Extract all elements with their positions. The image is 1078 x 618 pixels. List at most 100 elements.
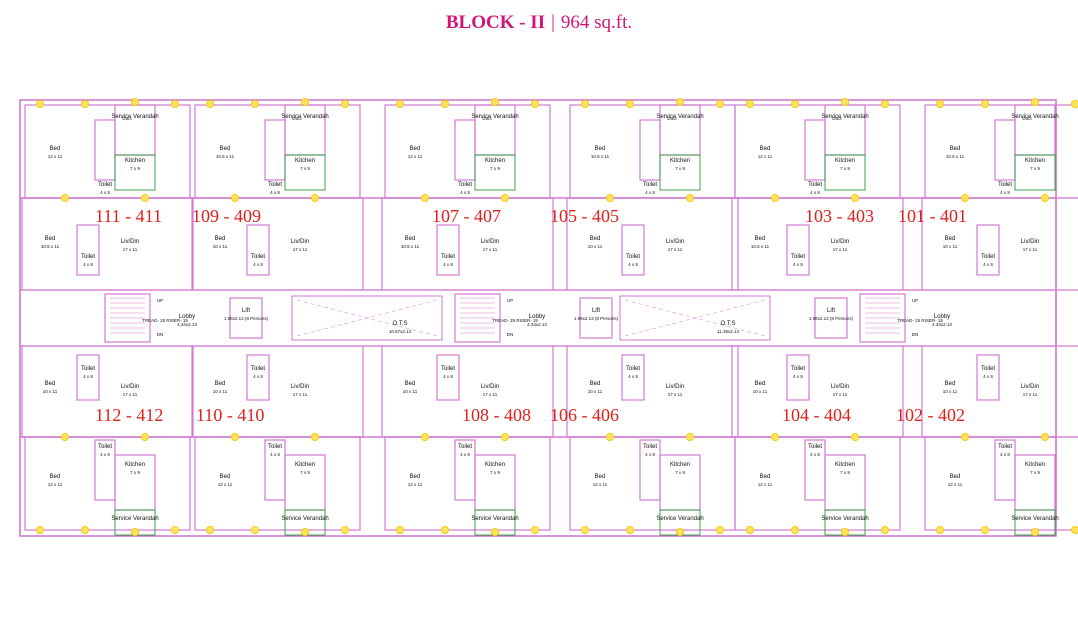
door-marker	[851, 193, 860, 202]
lower-toilet-4	[639, 439, 661, 501]
flat-number-top: 107 - 407	[432, 206, 501, 226]
window-marker	[981, 526, 990, 535]
upper-toilet-dimension: 4 x 8	[810, 190, 820, 195]
window-marker	[340, 100, 349, 109]
window-marker	[1031, 98, 1040, 107]
upper-living-bed-label: Bed	[215, 236, 226, 242]
upper-living-toilet-label: Toilet	[791, 254, 805, 260]
lower-kitchen-label: Kitchen	[485, 462, 505, 468]
stair-down-label: DN	[507, 332, 514, 337]
window-marker	[626, 100, 635, 109]
upper-livdin-dimension: 17 x 11	[123, 247, 138, 252]
upper-toilet-6	[994, 119, 1016, 181]
upper-kitchen-dimension: 7 x 9	[840, 166, 850, 171]
window-marker	[531, 100, 540, 109]
upper-toilet-label: Toilet	[643, 182, 657, 188]
window-marker	[490, 98, 499, 107]
duct-label: Duct	[482, 116, 492, 121]
lower-kitchen-dimension: 7 x 9	[1030, 470, 1040, 475]
ots-cross	[296, 299, 438, 337]
upper-bed-label: Bed	[595, 146, 606, 152]
upper-living-bed-dimension: 10.5 x 11	[751, 244, 770, 249]
upper-kitchen-label: Kitchen	[125, 158, 145, 164]
lower-wing-6	[924, 436, 1078, 531]
upper-kitchen-dimension: 7 x 9	[300, 166, 310, 171]
window-marker	[626, 526, 635, 535]
upper-bed-label: Bed	[950, 146, 961, 152]
upper-kitchen-label: Kitchen	[670, 158, 690, 164]
lower-living-bed-dimension: 10 x 11	[753, 389, 768, 394]
door-marker	[1041, 432, 1050, 441]
flat-number-bottom: 102 - 402	[896, 405, 965, 425]
window-marker	[841, 528, 850, 537]
lower-living-toilet-dimension: 4 x 8	[793, 374, 803, 379]
upper-living-bed-dimension: 10 x 11	[943, 244, 958, 249]
lower-living-toilet-dimension: 4 x 8	[443, 374, 453, 379]
upper-living-bed-label: Bed	[45, 236, 56, 242]
upper-living-bed-dimension: 10.5 x 11	[41, 244, 60, 249]
upper-toilet-3	[454, 119, 476, 181]
lift-label: Lift	[592, 308, 600, 314]
lower-livdin-label: Liv/Din	[1021, 384, 1039, 390]
lower-livdin-dimension: 17 x 11	[668, 392, 683, 397]
lower-living-bed-dimension: 10 x 11	[43, 389, 58, 394]
flat-number-top: 111 - 411	[95, 206, 162, 226]
door-marker	[961, 432, 970, 441]
upper-kitchen-dimension: 7 x 9	[490, 166, 500, 171]
upper-bed-label: Bed	[760, 146, 771, 152]
lower-toilet-label: Toilet	[98, 444, 112, 450]
upper-kitchen-3	[474, 104, 516, 156]
lower-bed-dimension: 12 x 11	[408, 482, 423, 487]
lobby-dimension: 4.34x2.13	[527, 322, 547, 327]
upper-living-toilet-label: Toilet	[251, 254, 265, 260]
upper-verandah-5	[824, 154, 866, 191]
ots-right	[619, 295, 771, 341]
lobby-label: Lobby	[179, 314, 195, 320]
lower-living-toilet-dimension: 4 x 8	[253, 374, 263, 379]
lower-livdin-label: Liv/Din	[121, 384, 139, 390]
lower-kitchen-label: Kitchen	[125, 462, 145, 468]
upper-living-toilet-dimension: 4 x 8	[793, 262, 803, 267]
upper-toilet-4	[639, 119, 661, 181]
lower-living-bed-dimension: 10 x 11	[213, 389, 228, 394]
door-marker	[851, 432, 860, 441]
lower-living-bed-label: Bed	[215, 381, 226, 387]
ots-label: O.T.S	[392, 321, 407, 327]
lower-livdin-dimension: 17 x 11	[1023, 392, 1038, 397]
upper-bed-dimension: 12 x 11	[758, 154, 773, 159]
window-marker	[581, 100, 590, 109]
flat-number-top: 105 - 405	[550, 206, 619, 226]
upper-kitchen-4	[659, 104, 701, 156]
upper-kitchen-dimension: 7 x 9	[675, 166, 685, 171]
window-marker	[936, 100, 945, 109]
upper-kitchen-5	[824, 104, 866, 156]
lower-livdin-label: Liv/Din	[666, 384, 684, 390]
block-title: BLOCK - II	[445, 12, 546, 33]
upper-verandah-label: Service Verandah	[111, 114, 158, 120]
lower-verandah-label: Service Verandah	[281, 516, 328, 522]
upper-living-toilet-label: Toilet	[441, 254, 455, 260]
lower-toilet-dimension: 4 x 8	[1000, 452, 1010, 457]
window-marker	[531, 526, 540, 535]
window-marker	[716, 100, 725, 109]
window-marker	[395, 100, 404, 109]
upper-toilet-dimension: 4 x 8	[100, 190, 110, 195]
lower-toilet-2	[264, 439, 286, 501]
window-marker	[170, 526, 179, 535]
upper-living-5	[731, 197, 904, 291]
upper-livdin-dimension: 17 x 11	[293, 247, 308, 252]
window-marker	[250, 526, 259, 535]
flat-number-bottom: 108 - 408	[462, 405, 531, 425]
door-marker	[686, 432, 695, 441]
upper-living-bed-label: Bed	[590, 236, 601, 242]
lower-living-toilet-2	[246, 354, 270, 401]
upper-bed-label: Bed	[410, 146, 421, 152]
lower-living-toilet-label: Toilet	[81, 366, 95, 372]
door-marker	[61, 432, 70, 441]
lower-kitchen-dimension: 7 x 9	[490, 470, 500, 475]
door-marker	[500, 193, 509, 202]
door-marker	[686, 193, 695, 202]
lower-living-bed-dimension: 10 x 11	[403, 389, 418, 394]
lower-living-toilet-label: Toilet	[441, 366, 455, 372]
lower-verandah-label: Service Verandah	[471, 516, 518, 522]
